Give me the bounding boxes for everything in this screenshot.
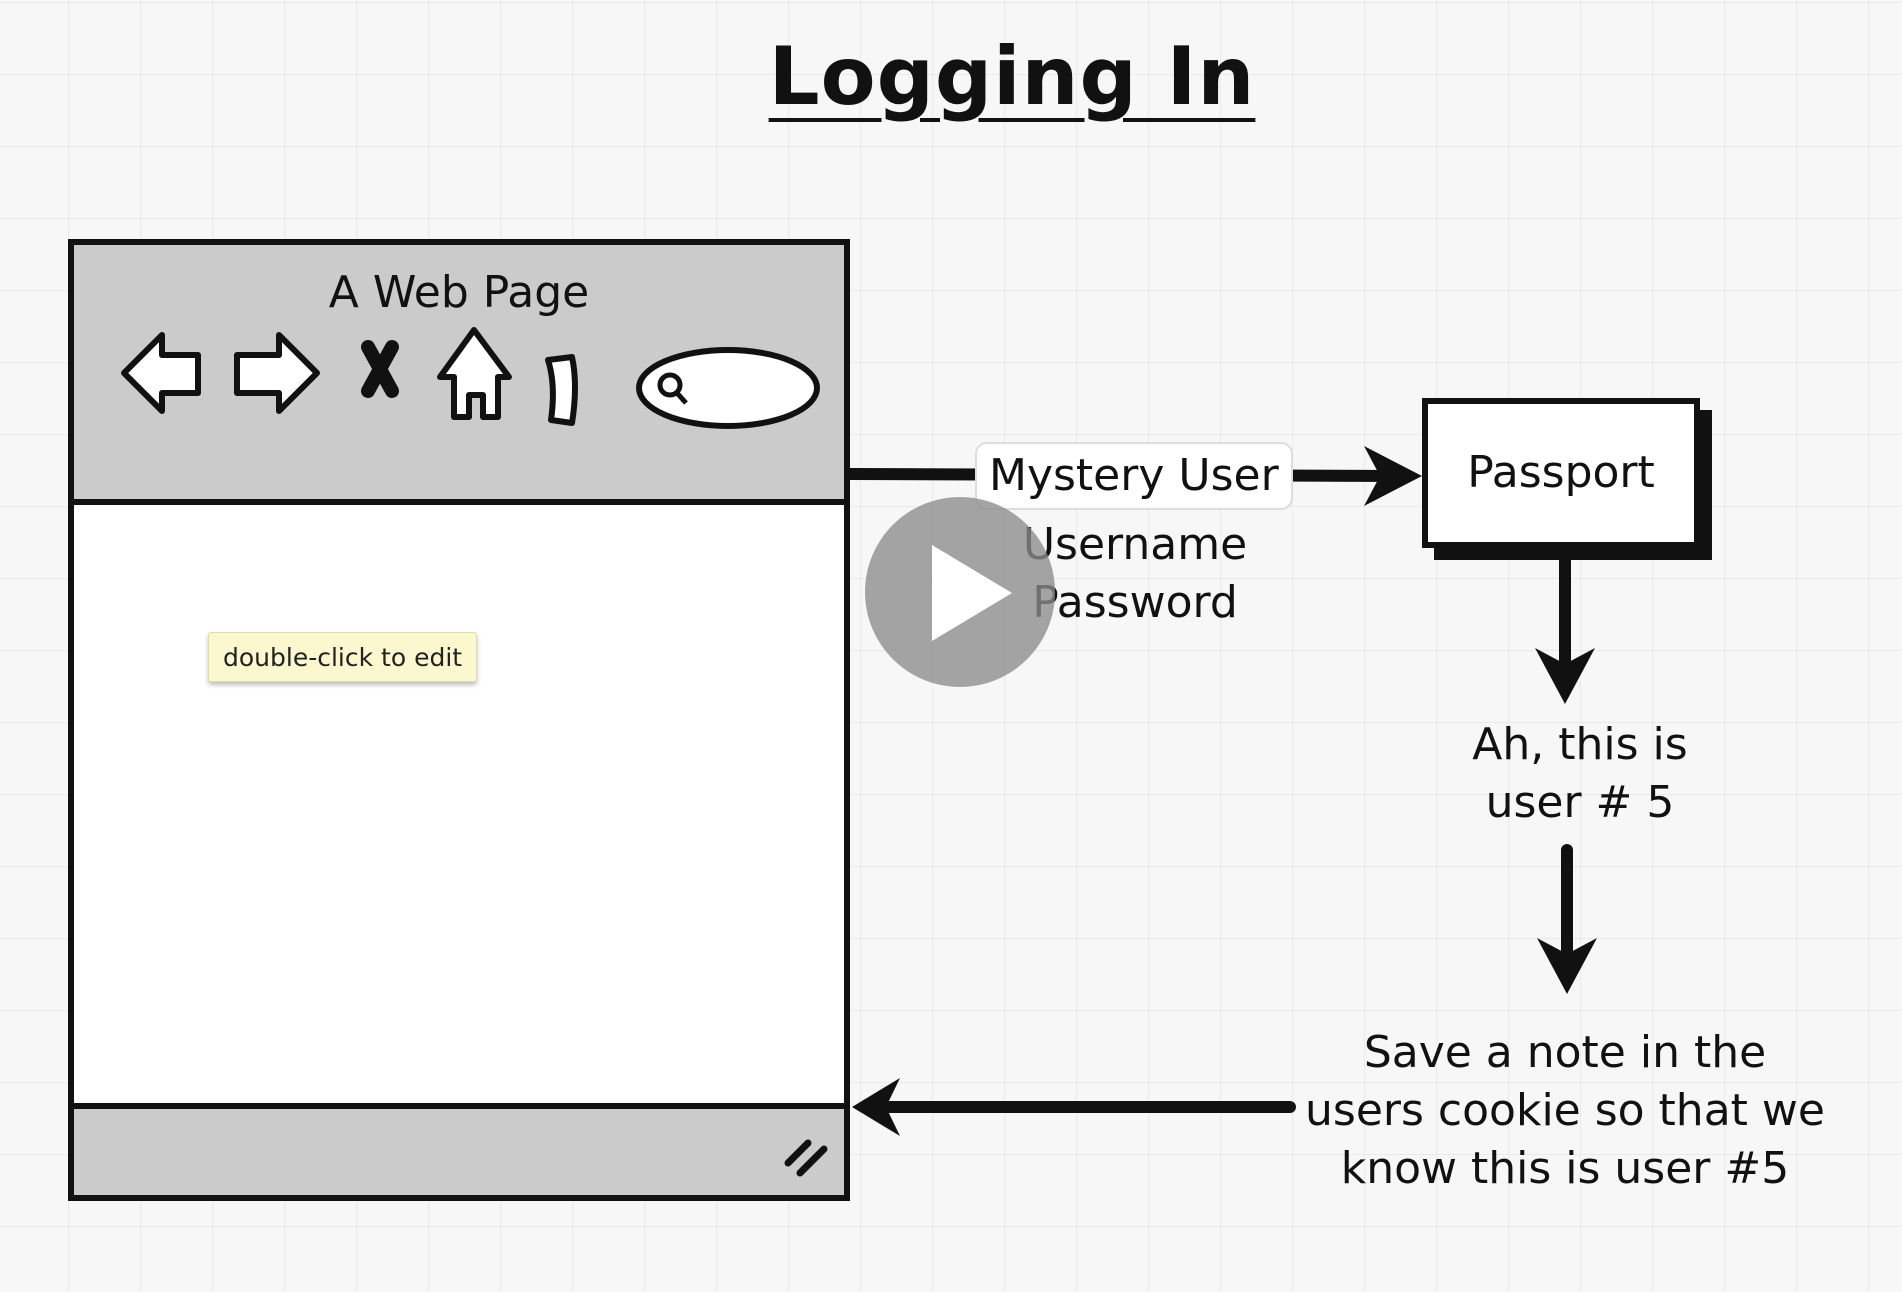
arrow-head-right xyxy=(1364,446,1422,506)
resize-grip-icon[interactable] xyxy=(776,1131,836,1181)
identified-user-label: Ah, this is user # 5 xyxy=(1420,716,1740,832)
browser-status-bar xyxy=(74,1103,844,1195)
arrow-head-left xyxy=(852,1078,900,1136)
username-label: Username xyxy=(1022,519,1248,570)
identified-line-2: user # 5 xyxy=(1485,777,1675,828)
browser-window-mockup: A Web Page double-click to edit xyxy=(68,239,850,1201)
forward-arrow-icon xyxy=(234,332,320,414)
browser-toolbar: A Web Page xyxy=(74,245,844,505)
note-line-3: know this is user #5 xyxy=(1340,1143,1790,1194)
refresh-icon xyxy=(545,354,578,426)
passport-box: Passport xyxy=(1422,398,1700,548)
credentials-label: Username Password xyxy=(1000,516,1270,632)
note-line-2: users cookie so that we xyxy=(1305,1085,1825,1136)
browser-toolbar-icons xyxy=(121,327,820,429)
play-button[interactable] xyxy=(865,497,1055,687)
back-arrow-icon xyxy=(121,332,201,414)
play-icon xyxy=(932,545,1012,641)
cookie-note-label: Save a note in the users cookie so that … xyxy=(1290,1024,1840,1198)
stop-x-icon xyxy=(361,340,399,398)
browser-window-title: A Web Page xyxy=(328,267,590,318)
search-field xyxy=(636,347,820,429)
arrow-head-down-1 xyxy=(1535,648,1595,704)
home-icon xyxy=(437,327,512,420)
page-title: Logging In xyxy=(768,30,1256,123)
mystery-user-label: Mystery User xyxy=(975,442,1293,510)
edit-tooltip: double-click to edit xyxy=(208,632,478,682)
identified-line-1: Ah, this is xyxy=(1472,719,1688,770)
note-line-1: Save a note in the xyxy=(1363,1027,1767,1078)
password-label: Password xyxy=(1032,577,1238,628)
search-icon xyxy=(657,372,688,405)
arrow-head-down-2 xyxy=(1537,938,1597,994)
